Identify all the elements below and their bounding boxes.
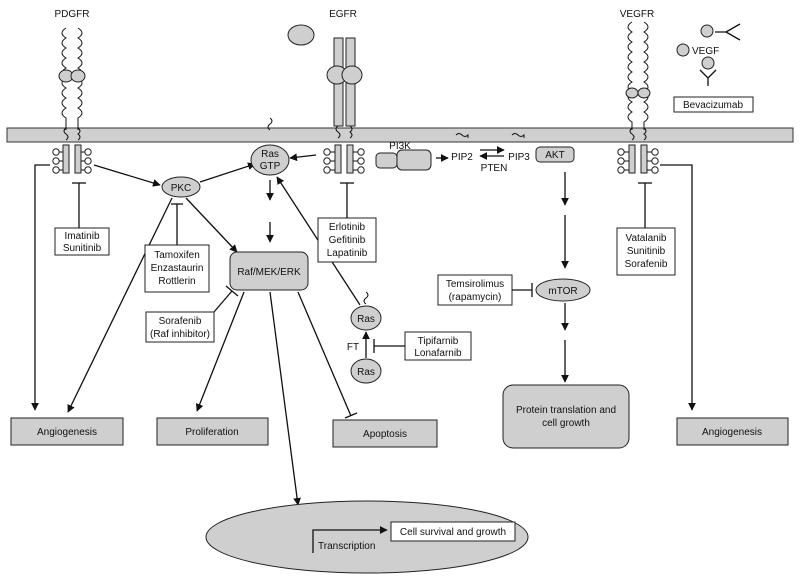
ras-top-label: Ras: [357, 314, 375, 325]
drug-lonafarnib: Lonafarnib: [414, 348, 462, 359]
ras-gtp-line1: Ras: [261, 149, 279, 160]
proliferation-label: Proliferation: [185, 427, 238, 438]
angiogenesis-left-box: [10, 417, 124, 446]
pkc-node: [161, 176, 201, 198]
mtor-label: mTOR: [548, 286, 577, 297]
vegf-ligand-2: [676, 43, 690, 57]
angiogenesis-left-label: Angiogenesis: [37, 427, 97, 438]
protein-translation-line2: cell growth: [542, 418, 590, 429]
drug-sorafenib-vegfr: Sorafenib: [625, 259, 668, 270]
temsirolimus-box: [437, 274, 513, 306]
pip2-label: PIP2: [451, 152, 473, 163]
ras-gtp-line2: GTP: [260, 161, 281, 172]
drug-enzastaurin: Enzastaurin: [151, 263, 204, 274]
pkc-label: PKC: [171, 183, 192, 194]
transcription-label: Transcription: [318, 541, 375, 552]
vegf-ligand-3: [701, 56, 715, 70]
ras-gtp-node: [250, 144, 290, 176]
pdgfr-receptor: [52, 27, 92, 174]
drug-sunitinib: Sunitinib: [63, 243, 102, 254]
antibody-icon-top: [715, 23, 741, 41]
drug-imatinib: Imatinib: [64, 231, 99, 242]
pdgfr-label: PDGFR: [55, 9, 90, 20]
pten-label: PTEN: [481, 163, 508, 174]
drug-tamoxifen: Tamoxifen: [154, 250, 200, 261]
ras-node-top: [350, 305, 382, 331]
ft-inhibitor-box: [404, 331, 472, 361]
angiogenesis-right-label: Angiogenesis: [702, 427, 762, 438]
raf-mek-erk-node: [229, 251, 309, 291]
sorafenib-raf-box: [145, 311, 215, 343]
vegfr-label: VEGFR: [620, 9, 654, 20]
drug-lapatinib: Lapatinib: [327, 248, 368, 259]
ft-label: FT: [347, 342, 359, 353]
pi3k-label: PI3K: [389, 141, 411, 152]
pi3k-subunit-small: [375, 152, 398, 169]
egfr-receptor: [323, 37, 365, 174]
apoptosis-box: [332, 419, 438, 448]
antibody-icon-bottom: [699, 69, 717, 86]
akt-node: [535, 146, 575, 163]
imatinib-sunitinib-box: [54, 227, 110, 256]
cell-membrane: [6, 127, 794, 143]
protein-translation-node: [502, 384, 630, 449]
vegf-label: VEGF: [692, 46, 719, 57]
akt-label: AKT: [545, 150, 564, 161]
egf-ligand: [287, 24, 315, 46]
drug-rottlerin: Rottlerin: [158, 276, 195, 287]
ras-bottom-label: Ras: [357, 367, 375, 378]
pkc-inhibitor-box: [144, 244, 210, 293]
vegf-ligand-1: [700, 24, 714, 38]
pi3k-subunit-large: [396, 149, 432, 171]
drug-sunitinib-vegfr: Sunitinib: [627, 246, 666, 257]
angiogenesis-right-box: [676, 417, 789, 446]
protein-translation-line1: Protein translation and: [516, 405, 616, 416]
drug-erlotinib: Erlotinib: [329, 222, 366, 233]
drug-gefitinib: Gefitinib: [329, 235, 366, 246]
proliferation-box: [156, 417, 269, 446]
mtor-node: [535, 278, 591, 302]
drug-bevacizumab: Bevacizumab: [683, 100, 743, 111]
nucleus: [205, 500, 529, 574]
drug-vatalanib: Vatalanib: [626, 233, 667, 244]
drug-rapamycin-note: (rapamycin): [449, 292, 502, 303]
apoptosis-label: Apoptosis: [363, 429, 407, 440]
egfr-label: EGFR: [329, 9, 357, 20]
drug-temsirolimus: Temsirolimus: [446, 279, 504, 290]
bevacizumab-box: [673, 96, 754, 113]
ras-node-bottom: [350, 358, 382, 384]
cell-survival-label: Cell survival and growth: [400, 527, 506, 538]
drug-tipifarnib: Tipifarnib: [418, 336, 459, 347]
raf-mek-erk-label: Raf/MEK/ERK: [237, 267, 301, 278]
drug-sorafenib-raf: Sorafenib: [159, 316, 202, 327]
drug-raf-inhibitor-note: (Raf inhibitor): [150, 329, 210, 340]
cell-survival-box: [390, 521, 516, 542]
vegfr-receptor: [617, 21, 659, 174]
pip3-label: PIP3: [508, 152, 530, 163]
egfr-inhibitor-box: [317, 217, 377, 263]
vegfr-inhibitor-box: [616, 227, 676, 276]
